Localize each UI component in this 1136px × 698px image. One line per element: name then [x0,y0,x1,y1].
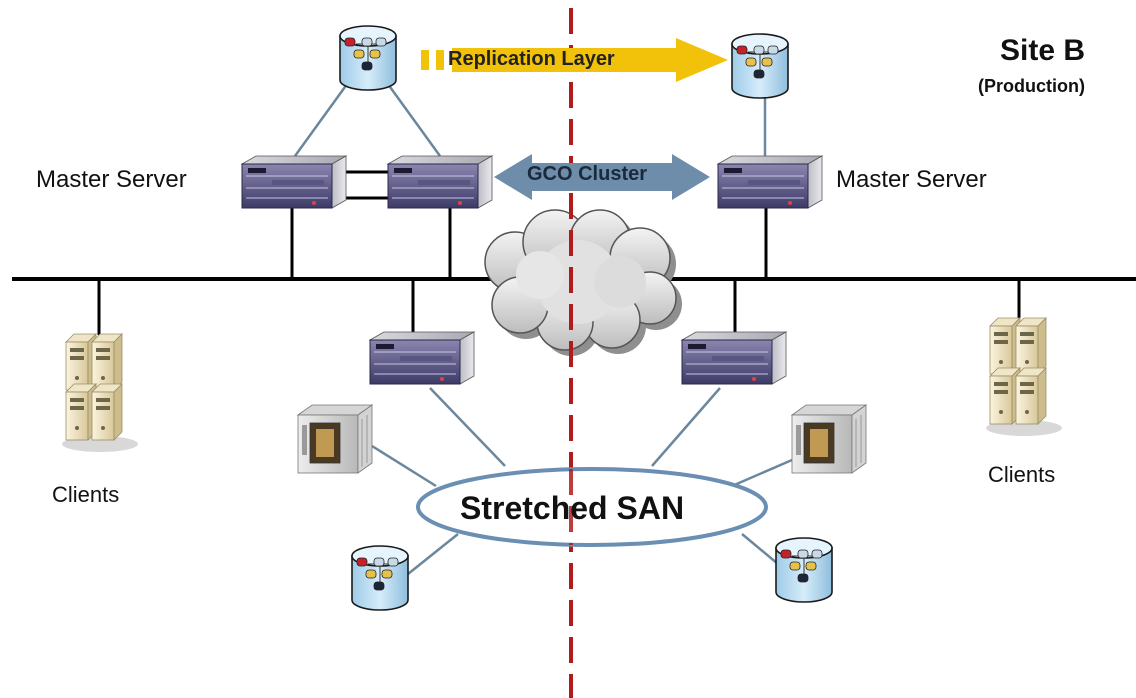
san-link-tape-left [371,444,437,488]
tape-library-icon [297,404,373,474]
cloud-icon [484,209,682,356]
rack-server-icon [387,155,493,209]
storage-array-icon [339,25,397,91]
storage-array-icon [731,33,789,99]
site-b-subtitle: (Production) [978,76,1085,96]
stretched-san-ellipse [416,467,768,547]
replication-arrow [421,38,728,82]
san-link-storage-left [407,533,459,575]
gco-arrow [494,154,710,200]
san-link-tape-right [731,458,793,488]
master-server-label-right: Master Server [836,166,987,193]
rack-server-icon [717,155,823,209]
site-b-title: Site B [1000,34,1086,67]
gco-cluster-label: GCO Cluster [527,163,648,185]
stretched-san-label: Stretched SAN [460,490,685,526]
storage-array-icon [775,537,833,603]
storage-link-left-a [293,79,352,157]
client-computer-icon [985,317,1063,437]
storage-array-icon [351,545,409,611]
rack-server-icon [369,331,475,385]
rack-server-icon [241,155,347,209]
clients-label-left: Clients [52,482,120,507]
san-link-media-right [651,387,721,467]
replication-layer-label: Replication Layer [448,48,615,70]
client-computer-icon [61,333,139,453]
clients-label-right: Clients [988,462,1056,487]
rack-server-icon [681,331,787,385]
master-server-label-left: Master Server [36,166,187,193]
san-link-media-left [429,387,506,467]
tape-library-icon [791,404,867,474]
storage-link-left-b [383,79,442,157]
